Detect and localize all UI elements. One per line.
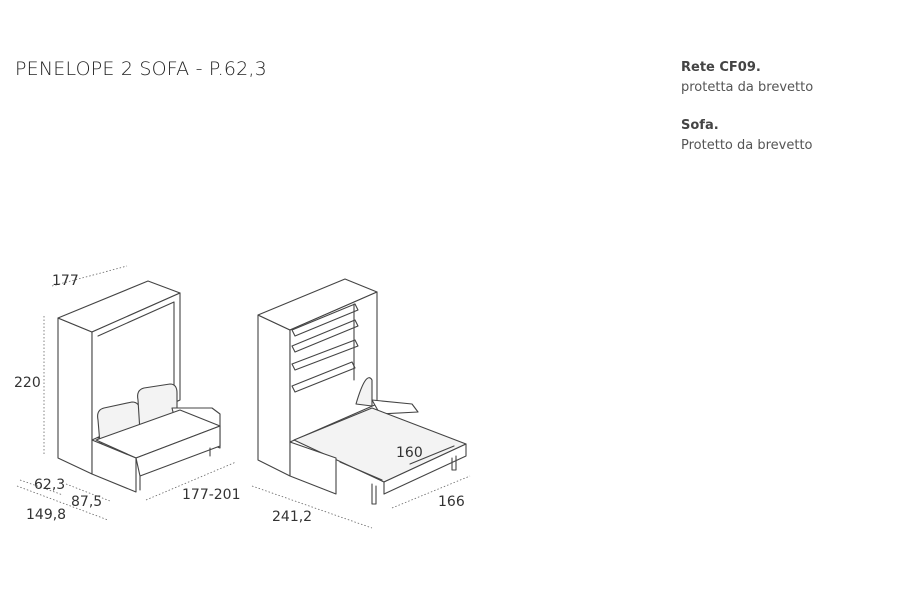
closed-configuration: 177 220 62,3 87,5 149,8 177-201 <box>14 265 241 523</box>
dim-seat-depth: 87,5 <box>71 494 102 510</box>
note-sofa-body: Protetto da brevetto <box>681 138 813 153</box>
note-sofa: Sofa. Protetto da brevetto <box>681 116 813 156</box>
open-configuration: 160 241,2 166 <box>251 278 471 529</box>
dim-width-top: 177 <box>52 273 79 289</box>
shelf-2 <box>291 319 359 353</box>
note-rete-body: protetta da brevetto <box>681 80 814 95</box>
shelf-1 <box>291 303 359 337</box>
note-rete: Rete CF09. protetta da brevetto <box>681 58 813 98</box>
open-cabinet-front-base <box>289 441 337 495</box>
dim-depth-closed: 62,3 <box>34 477 65 493</box>
cabinet-side <box>57 317 93 475</box>
page-title: PENELOPE 2 SOFA - P.62,3 <box>15 58 267 80</box>
dim-total-depth: 149,8 <box>26 507 66 523</box>
dim-height: 220 <box>14 375 41 391</box>
dim-sofa-width: 177-201 <box>182 487 241 503</box>
open-cabinet-side <box>257 314 291 477</box>
sofa-front <box>91 439 137 493</box>
dim-bed-width: 160 <box>396 445 423 461</box>
dim-open-depth: 241,2 <box>272 509 312 525</box>
note-sofa-head: Sofa. <box>681 118 719 133</box>
shelf-4 <box>291 361 356 393</box>
dim-bed-length: 166 <box>438 494 465 510</box>
shelf-3 <box>291 339 359 371</box>
note-rete-head: Rete CF09. <box>681 60 761 75</box>
